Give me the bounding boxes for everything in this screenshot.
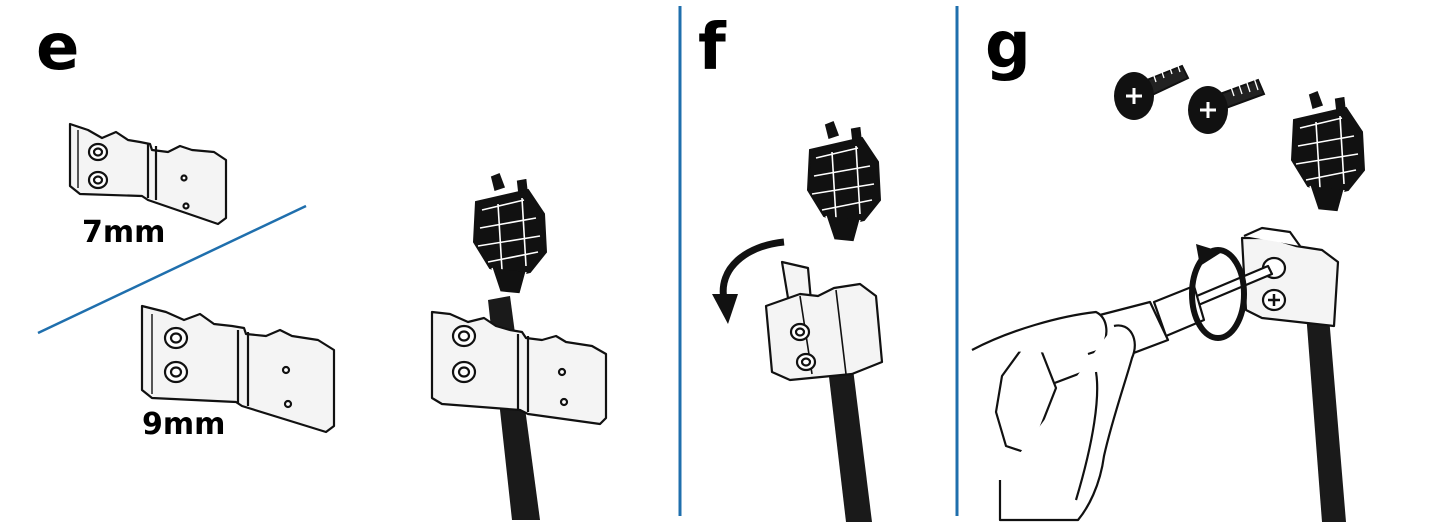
bracket-separator-line <box>37 204 307 335</box>
rotate-arrow-icon <box>1189 244 1247 341</box>
screw-icon <box>1188 77 1266 134</box>
bracket-9mm <box>140 304 336 434</box>
bracket-7mm <box>68 122 228 226</box>
power-cable-f <box>764 119 884 522</box>
screw-icon <box>1114 59 1190 120</box>
power-cable-e <box>430 171 608 520</box>
screwdriver <box>994 264 1274 456</box>
bracket-9mm-label: 9mm <box>142 407 226 442</box>
bracket-7mm-label: 7mm <box>82 215 166 250</box>
step-letter-e: e <box>36 11 80 85</box>
rotate-arrow-icon <box>712 238 785 324</box>
step-letter-f: f <box>698 11 726 85</box>
step-letter-g: g <box>985 9 1031 83</box>
power-cable-g <box>1240 89 1365 522</box>
hand <box>971 310 1136 522</box>
